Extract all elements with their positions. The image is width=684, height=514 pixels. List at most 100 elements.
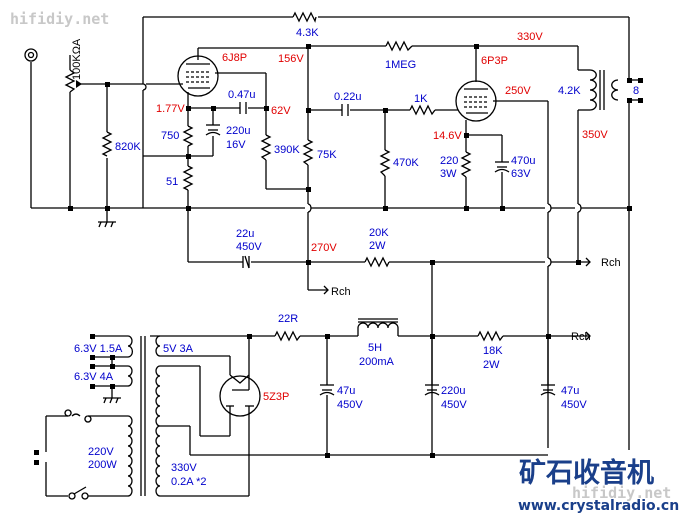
resistor-220	[460, 151, 472, 178]
voltage-1-77: 1.77V	[156, 103, 185, 115]
resistor-4-3k	[292, 11, 317, 23]
cap-470u-63v	[494, 161, 510, 173]
resistor-75k	[302, 139, 314, 166]
cap-0-47u	[239, 102, 247, 114]
label-390k: 390K	[274, 144, 300, 156]
label-450v-a: 450V	[337, 399, 363, 411]
tube-5z3p	[219, 374, 261, 417]
cap-0-22u	[341, 104, 349, 116]
resistor-1meg	[385, 40, 413, 52]
label-220u: 220u	[226, 125, 250, 137]
resistor-20k	[364, 256, 390, 268]
label-heater1: 6.3V 1.5A	[74, 343, 123, 355]
label-220: 220	[440, 155, 458, 167]
resistors	[64, 11, 504, 342]
label-750: 750	[161, 130, 179, 142]
capacitors	[205, 102, 556, 396]
cap-220u-450v	[424, 335, 440, 396]
voltage-14-6: 14.6V	[433, 130, 462, 142]
label-2w-b: 2W	[483, 359, 500, 371]
tube-6j8p	[177, 55, 219, 97]
voltage-62: 62V	[271, 105, 291, 117]
label-0-47u: 0.47u	[228, 89, 256, 101]
label-470k: 470K	[393, 157, 419, 169]
label-200ma: 200mA	[359, 356, 395, 368]
label-0-22u: 0.22u	[334, 91, 362, 103]
label-18k: 18K	[483, 345, 503, 357]
arrow-icon	[323, 285, 329, 295]
label-4-2k: 4.2K	[558, 85, 581, 97]
pot-label: 100KΩA	[71, 38, 83, 80]
site-logo: 矿石收音机 hifidiy.net www.crystalradio.cn	[518, 457, 679, 514]
cap-47u-b	[540, 384, 556, 396]
tube-label-6j8p: 6J8P	[222, 52, 247, 64]
resistor-820k	[101, 131, 113, 157]
label-51: 51	[166, 176, 178, 188]
resistor-pot	[64, 69, 76, 93]
label-470u: 470u	[511, 155, 535, 167]
resistor-1k	[409, 104, 436, 116]
label-63v: 63V	[511, 168, 531, 180]
tube-6p3p	[455, 80, 497, 122]
wiring	[30, 16, 640, 497]
label-22r: 22R	[278, 313, 298, 325]
voltage-156: 156V	[278, 53, 304, 65]
label-4-3k: 4.3K	[296, 27, 319, 39]
label-1k: 1K	[414, 93, 428, 105]
resistor-51	[182, 165, 194, 191]
cap-47u-a	[319, 384, 335, 396]
watermark-bottom: hifidiy.net	[572, 484, 671, 502]
pot-wiper-arrow	[76, 80, 82, 88]
label-820k: 820K	[115, 141, 141, 153]
label-16v: 16V	[226, 139, 246, 151]
resistor-390k	[260, 134, 272, 161]
ground-icon	[98, 221, 116, 228]
arrow-icon	[585, 331, 591, 341]
resistor-22r	[274, 330, 301, 342]
label-heater2: 6.3V 4A	[74, 371, 114, 383]
label-0-2a: 0.2A *2	[171, 476, 206, 488]
resistor-18k	[477, 330, 504, 342]
voltage-270: 270V	[311, 242, 337, 254]
resistor-750	[182, 125, 194, 147]
label-450v-c: 450V	[561, 399, 587, 411]
label-47u-a: 47u	[337, 385, 355, 397]
output-transformer	[589, 69, 619, 111]
logo-url: www.crystalradio.cn	[518, 498, 679, 514]
label-2w: 2W	[369, 240, 386, 252]
input-jack[interactable]	[24, 48, 38, 62]
label-5h: 5H	[368, 342, 382, 354]
label-5v3a: 5V 3A	[163, 343, 194, 355]
rch-label-3: Rch	[571, 331, 591, 343]
label-8ohm: 8	[633, 85, 639, 97]
voltage-250: 250V	[505, 85, 531, 97]
cap-220u-16v	[205, 124, 221, 136]
label-20k: 20K	[369, 227, 389, 239]
resistor-470k	[379, 149, 391, 177]
cap-22u-450v	[242, 255, 250, 269]
label-450v: 450V	[236, 241, 262, 253]
tube-label-5z3p: 5Z3P	[263, 391, 289, 403]
label-220v: 220V	[88, 446, 114, 458]
rch-label-2: Rch	[601, 257, 621, 269]
junctions	[34, 44, 643, 465]
label-47u-b: 47u	[561, 385, 579, 397]
power-transformer	[127, 335, 161, 497]
label-450v-b: 450V	[441, 399, 467, 411]
tube-label-6p3p: 6P3P	[481, 55, 508, 67]
label-22u: 22u	[236, 228, 254, 240]
label-3w: 3W	[440, 168, 457, 180]
rch-label-1: Rch	[331, 286, 351, 298]
label-200w: 200W	[88, 459, 117, 471]
label-1meg: 1MEG	[385, 59, 416, 71]
voltage-350: 350V	[582, 129, 608, 141]
logo-title: 矿石收音机	[519, 457, 654, 489]
label-330v: 330V	[171, 462, 197, 474]
label-220u-b: 220u	[441, 385, 465, 397]
power-switch[interactable]	[68, 486, 89, 500]
label-75k: 75K	[317, 149, 337, 161]
watermark-top: hifidiy.net	[10, 10, 109, 28]
fuse-icon	[64, 409, 92, 423]
